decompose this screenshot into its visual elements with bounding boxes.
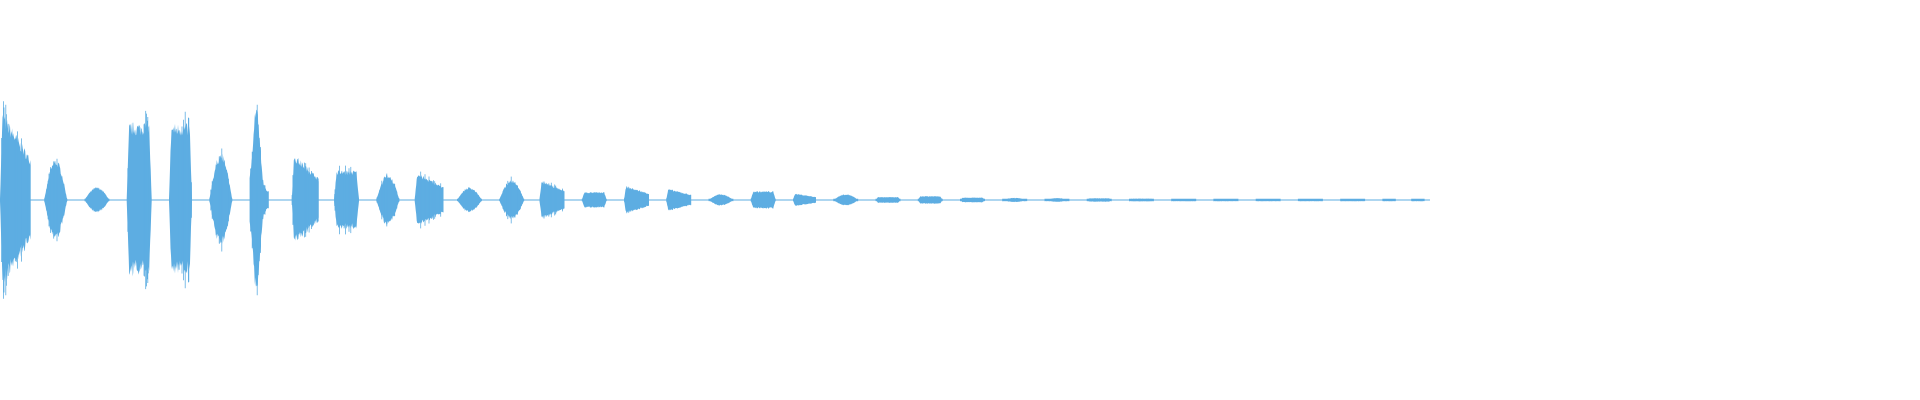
waveform-burst-28 [1129,198,1154,202]
waveform-burst-35 [1411,198,1425,202]
waveform-burst-20 [793,193,816,207]
waveform-burst-10 [376,174,400,225]
waveform-burst-23 [917,196,943,204]
waveform-burst-29 [1171,198,1197,202]
waveform-burst-22 [875,197,901,203]
waveform-burst-5 [169,123,192,275]
waveform-burst-25 [1002,197,1028,203]
waveform-burst-8 [291,157,319,241]
waveform-burst-18 [708,194,734,206]
waveform-burst-9 [334,170,359,230]
waveform-burst-19 [750,191,776,209]
waveform-burst-15 [581,192,607,208]
waveform-burst-24 [960,197,985,203]
waveform-burst-30 [1213,198,1239,202]
waveform-burst-7 [249,109,269,287]
waveform-burst-3 [84,187,110,213]
waveform-bursts [0,101,1425,299]
waveform-burst-21 [833,194,859,206]
waveform-burst-33 [1340,198,1366,202]
waveform-burst-27 [1086,198,1112,202]
waveform-burst-32 [1297,198,1323,202]
waveform-burst-12 [457,187,482,213]
waveform-burst-13 [499,180,525,219]
waveform-burst-26 [1044,198,1070,202]
waveform-burst-31 [1255,198,1281,202]
waveform-burst-14 [539,181,565,218]
waveform-burst-16 [624,186,649,214]
waveform-burst-2 [44,160,68,238]
waveform-burst-17 [666,189,692,211]
waveform-burst-34 [1382,198,1396,202]
